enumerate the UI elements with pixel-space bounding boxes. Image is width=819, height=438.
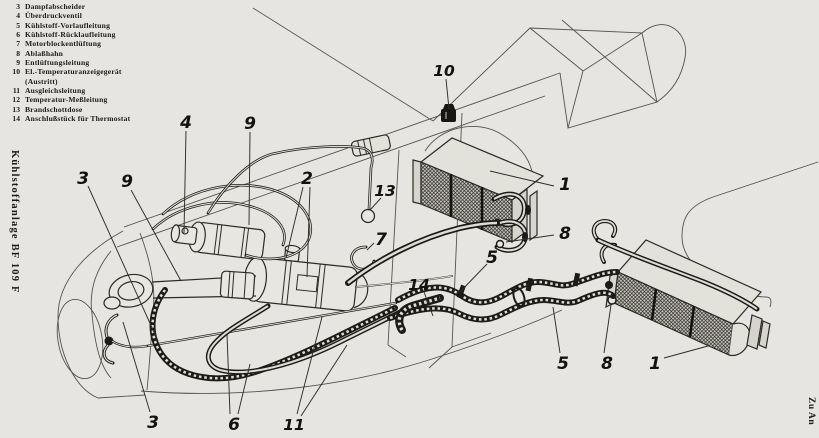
legend-item-number: 4 <box>16 11 20 21</box>
legend-item-label: El.-Temperaturanzeigegerät <box>25 67 122 77</box>
legend-item-number: 8 <box>16 48 20 58</box>
legend-item: 9 Entlüftungsleitung <box>4 58 130 67</box>
legend-item-label: Kühlstoff-Rücklaufleitung <box>25 30 116 40</box>
legend-item: 4 Überdruckventil <box>4 11 130 20</box>
legend-item-label: Überdruckventil <box>25 11 82 21</box>
callout-2: 2 <box>301 169 313 189</box>
callout-1: 1 <box>649 354 661 374</box>
coolant-pump <box>108 273 154 308</box>
legend-item-number: 6 <box>16 30 20 40</box>
legend-item-number: 14 <box>12 114 20 124</box>
callout-8: 8 <box>559 224 571 244</box>
legend-item-label: Motorblockentlüftung <box>25 39 102 49</box>
callout-9: 9 <box>121 172 133 192</box>
legend-item-number: 5 <box>16 20 20 30</box>
legend-item: 5 Kühlstoff-Vorlaufleitung <box>4 21 130 30</box>
legend-item-number: 12 <box>12 95 20 105</box>
legend-item-label: Anschlußstück für Thermostat <box>25 114 131 124</box>
engine-components <box>102 221 369 365</box>
legend-item: 13 Brandschottdose <box>4 105 130 114</box>
callout-leaders <box>87 78 709 417</box>
legend-item: 3 Dampfabscheider <box>4 2 130 11</box>
legend-item-label: Dampfabscheider <box>25 2 86 11</box>
steam-separator-upper <box>170 221 266 260</box>
supply-hose-center <box>345 220 500 286</box>
airframe-outline <box>56 7 819 399</box>
legend-item: 11 Ausgleichsleitung <box>4 86 130 95</box>
callout-13: 13 <box>374 182 396 200</box>
legend-item-label: Kühlstoff-Vorlaufleitung <box>25 20 111 30</box>
header-tank <box>350 134 391 157</box>
legend-item: 12 Temperatur-Meßleitung <box>4 95 130 104</box>
legend-item-number: 13 <box>12 104 20 114</box>
figure-side-title: Kühlstoffanlage BF 109 F <box>9 150 20 294</box>
callout-6: 6 <box>228 415 240 435</box>
legend-item-number: 3 <box>16 2 20 11</box>
callout-5: 5 <box>486 248 498 268</box>
small-fittings <box>350 104 456 224</box>
legend-item-number: 10 <box>12 67 20 77</box>
callout-1: 1 <box>559 175 571 195</box>
firewall-grommet <box>360 208 376 224</box>
callout-14: 14 <box>408 276 430 294</box>
temperature-sensor <box>441 109 456 122</box>
legend-item-label: (Austritt) <box>25 76 58 86</box>
callout-8: 8 <box>601 354 613 374</box>
spinner-outline <box>56 298 104 380</box>
legend-item: 7 Motorblockentlüftung <box>4 39 130 48</box>
legend-item: 8 Ablaßhahn <box>4 49 130 58</box>
legend-item-label: Entlüftungsleitung <box>25 58 90 68</box>
page-corner-note: Zu An <box>806 397 816 426</box>
drain-cock <box>495 239 505 249</box>
callout-numbers: 3 9 4 9 2 13 7 10 1 8 5 14 3 6 11 5 8 1 <box>77 62 661 435</box>
callout-3: 3 <box>147 413 159 433</box>
legend-item-continuation: (Austritt) <box>4 77 130 86</box>
legend-item: 6 Kühlstoff-Rücklaufleitung <box>4 30 130 39</box>
legend-item: 10 El.-Temperaturanzeigegerät <box>4 67 130 76</box>
legend-item-label: Temperatur-Meßleitung <box>25 95 108 105</box>
legend-item: 14 Anschlußstück für Thermostat <box>4 114 130 123</box>
callout-7: 7 <box>375 230 387 250</box>
canopy-outline <box>641 24 687 103</box>
hose-coupling <box>219 270 256 300</box>
hose-clamp-ring <box>512 286 526 308</box>
legend-item-number: 11 <box>12 86 20 96</box>
callout-11: 11 <box>283 416 305 434</box>
legend-item-number: 7 <box>16 39 20 49</box>
callout-5: 5 <box>557 354 569 374</box>
callout-10: 10 <box>433 62 455 80</box>
legend-item-label: Ablaßhahn <box>25 48 64 58</box>
legend-item-label: Ausgleichsleitung <box>25 86 86 96</box>
callout-9: 9 <box>244 114 256 134</box>
legend-item-number: 9 <box>16 58 20 68</box>
callout-4: 4 <box>179 113 192 133</box>
legend-item-label: Brandschottdose <box>25 104 83 114</box>
callout-3: 3 <box>77 169 89 189</box>
